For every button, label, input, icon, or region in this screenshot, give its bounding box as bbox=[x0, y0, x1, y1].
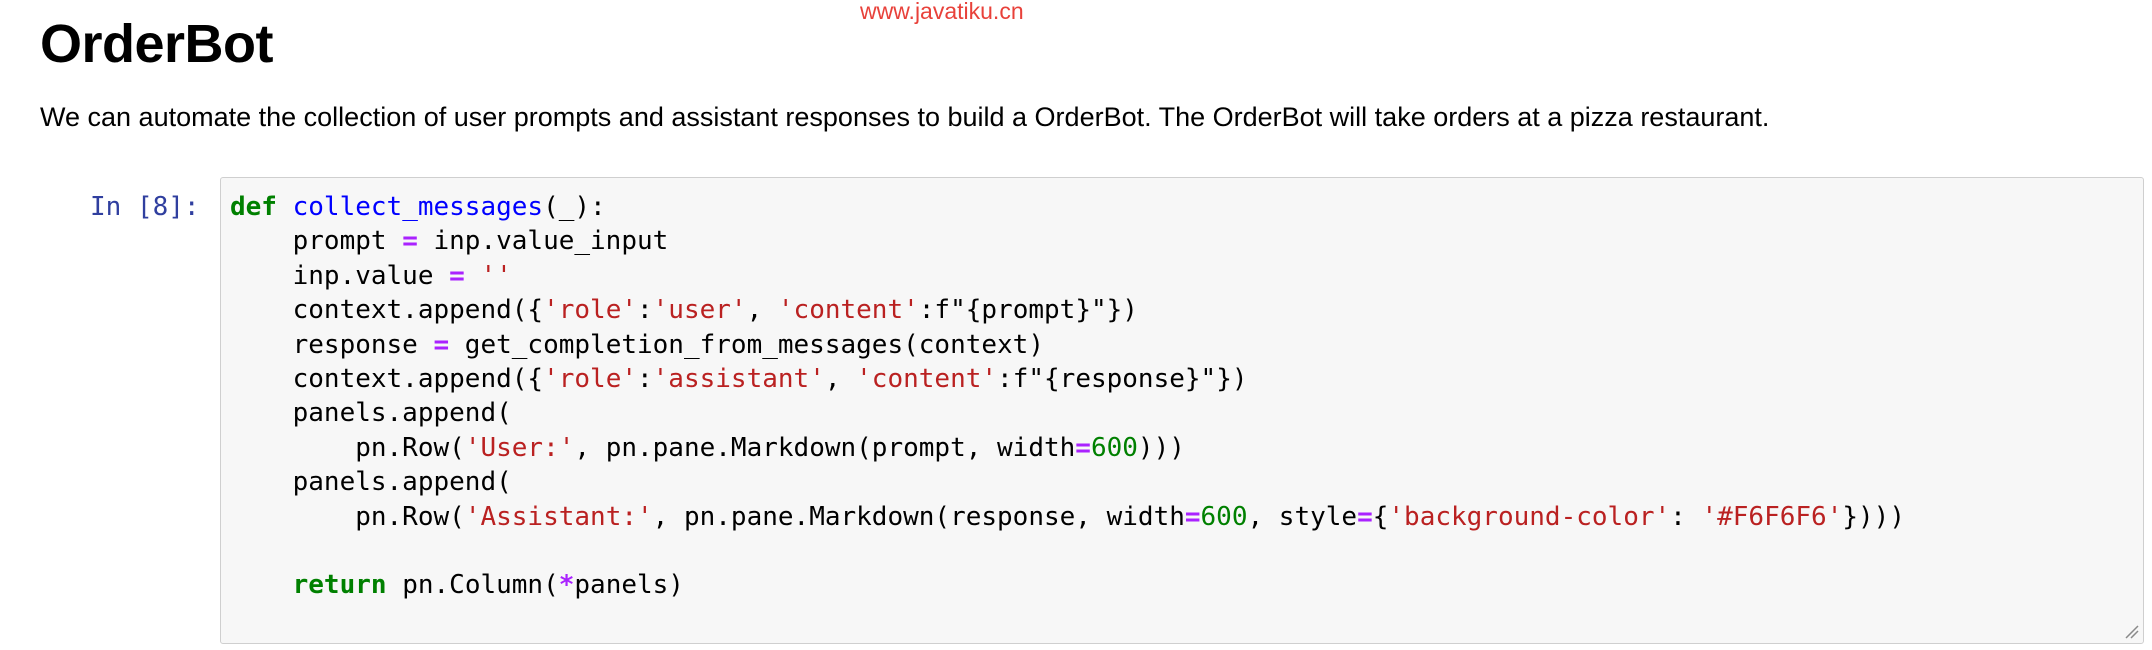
code-token: , bbox=[824, 363, 857, 394]
code-token: inp.value_input bbox=[417, 226, 669, 257]
code-line: prompt = inp.value_input bbox=[230, 224, 1905, 258]
resize-grip-icon[interactable] bbox=[2123, 623, 2139, 639]
code-token: '' bbox=[480, 260, 512, 291]
code-line: panels.append( bbox=[230, 465, 1905, 499]
code-token: 'content' bbox=[856, 363, 998, 394]
code-token: * bbox=[558, 570, 575, 601]
code-line: response = get_completion_from_messages(… bbox=[230, 328, 1905, 362]
code-token: panels) bbox=[574, 570, 684, 601]
code-token bbox=[277, 192, 293, 222]
code-line: context.append({'role':'user', 'content'… bbox=[230, 293, 1905, 327]
code-token: :f"{response}"}) bbox=[997, 363, 1248, 394]
code-token: inp.value bbox=[230, 260, 450, 291]
code-token: = bbox=[1357, 501, 1373, 532]
code-token: (_): bbox=[543, 192, 606, 222]
code-token: def bbox=[230, 192, 277, 222]
code-line: pn.Row('Assistant:', pn.pane.Markdown(re… bbox=[230, 500, 1905, 534]
code-line: panels.append( bbox=[230, 396, 1905, 430]
code-token: panels.append( bbox=[230, 398, 512, 429]
code-token: = bbox=[433, 329, 450, 360]
code-token: ))) bbox=[1137, 432, 1185, 463]
code-token: :f"{prompt}"}) bbox=[918, 295, 1138, 326]
cell-prompt-label: In [8]: bbox=[90, 192, 200, 222]
code-token: , style bbox=[1247, 501, 1358, 532]
code-token: 'background-color' bbox=[1388, 501, 1671, 532]
code-token: 'role' bbox=[543, 363, 637, 394]
markdown-description: We can automate the collection of user p… bbox=[40, 102, 1770, 132]
code-token: 'content' bbox=[777, 295, 919, 326]
code-token: pn.Column( bbox=[386, 570, 559, 601]
code-token: collect_messages bbox=[292, 192, 544, 222]
page-title: OrderBot bbox=[40, 14, 274, 74]
code-token: , pn.pane.Markdown(prompt, width bbox=[574, 432, 1076, 463]
code-token: , pn.pane.Markdown(response, width bbox=[652, 501, 1185, 532]
code-token: : bbox=[1670, 501, 1702, 532]
code-token: prompt bbox=[230, 226, 403, 257]
code-token: 'role' bbox=[543, 295, 637, 326]
code-token: 'User:' bbox=[464, 432, 575, 463]
code-line bbox=[230, 534, 1905, 568]
code-token: '#F6F6F6' bbox=[1701, 501, 1843, 532]
code-token: response bbox=[230, 329, 434, 360]
code-token: = bbox=[1075, 432, 1091, 463]
code-token: 'Assistant:' bbox=[464, 501, 653, 532]
code-token: 600 bbox=[1200, 501, 1248, 532]
code-token bbox=[465, 261, 481, 291]
code-line: def collect_messages(_): bbox=[230, 190, 1905, 224]
code-line: return pn.Column(*panels) bbox=[230, 568, 1905, 602]
code-token: : bbox=[637, 363, 653, 394]
watermark-text: www.javatiku.cn bbox=[860, 0, 1024, 24]
code-token: return bbox=[292, 570, 387, 601]
code-cell-editor[interactable]: def collect_messages(_): prompt = inp.va… bbox=[220, 177, 2144, 644]
code-token: { bbox=[1372, 501, 1389, 532]
code-token: get_completion_from_messages(context) bbox=[449, 329, 1044, 360]
code-line: inp.value = '' bbox=[230, 259, 1905, 293]
code-token: = bbox=[1184, 501, 1201, 532]
code-token: }))) bbox=[1842, 501, 1905, 532]
code-token: 600 bbox=[1090, 432, 1138, 463]
code-token: = bbox=[449, 260, 465, 291]
code-token: , bbox=[746, 295, 778, 326]
code-token: context.append({ bbox=[230, 295, 544, 326]
code-line: pn.Row('User:', pn.pane.Markdown(prompt,… bbox=[230, 431, 1905, 465]
code-token: panels.append( bbox=[230, 467, 512, 498]
code-token: : bbox=[637, 295, 653, 326]
code-line: context.append({'role':'assistant', 'con… bbox=[230, 362, 1905, 396]
code-token: context.append({ bbox=[230, 363, 544, 394]
code-block[interactable]: def collect_messages(_): prompt = inp.va… bbox=[230, 190, 1905, 603]
code-token bbox=[230, 570, 293, 600]
code-token: = bbox=[402, 226, 418, 257]
code-token: 'assistant' bbox=[652, 363, 825, 394]
code-token: pn.Row( bbox=[230, 432, 465, 463]
code-token: pn.Row( bbox=[230, 501, 465, 532]
code-token: 'user' bbox=[652, 295, 747, 326]
